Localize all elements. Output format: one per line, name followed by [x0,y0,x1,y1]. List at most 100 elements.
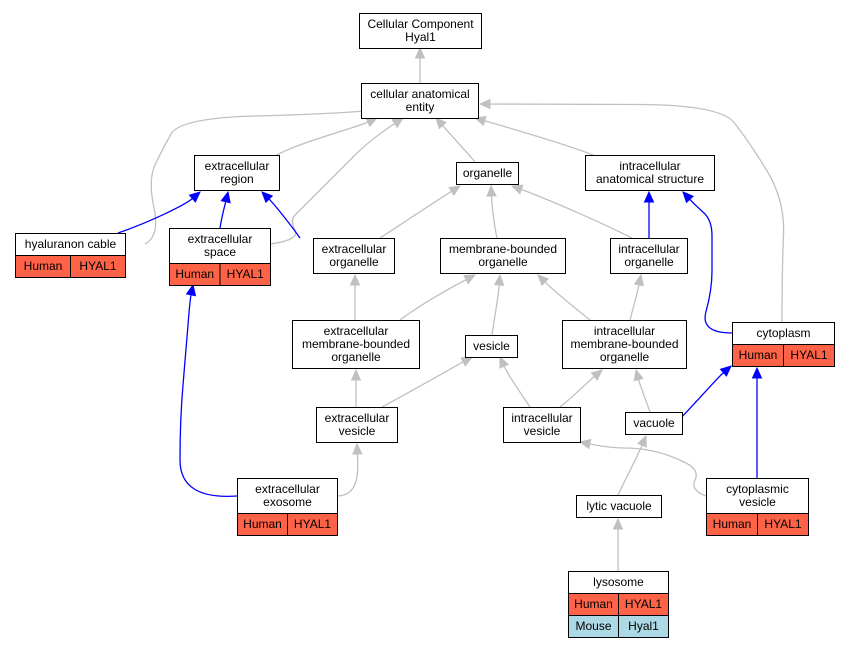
edge-arrowhead [350,368,362,381]
edge-cae-to-root [414,46,426,83]
node-label: entity [406,100,435,114]
edge-line [491,284,500,336]
node-label: hyaluranon cable [25,237,117,251]
edge-cyv-to-icv [578,438,707,497]
edge-arrowhead [486,184,497,197]
node-label: organelle [478,255,528,269]
node-label: region [220,172,253,186]
edge-icv-to-ves [499,355,531,408]
node-label: vesicle [339,424,376,438]
edge-ecv-to-ecmbo [350,368,362,407]
edge-arrowhead [612,517,624,530]
edge-arrowhead [448,185,462,197]
annotation-species: Human [243,517,282,531]
node-label: extracellular [188,232,253,246]
edge-line [274,121,369,157]
edge-line [521,188,633,239]
edge-line [399,279,467,321]
edge-line [268,198,301,239]
edge-eco-to-ecr [261,191,301,239]
edge-arrowhead [220,190,231,204]
edge-vac-to-icmbo [633,368,651,413]
annotation-gene-cell [287,513,338,536]
edge-arrowhead [633,368,644,382]
edge-line [379,190,452,239]
node-label: lytic vacuole [586,499,652,513]
edge-arrowhead [751,366,763,379]
edge-line [219,201,227,229]
edge-arrowhead [391,117,405,129]
edge-ecmbo-to-eco [349,273,361,320]
annotation-gene: HYAL1 [764,517,801,531]
edge-arrowhead [493,273,505,286]
edge-ecmbo-to-mbo [399,274,477,321]
node-lyv[interactable]: lytic vacuole [576,495,662,518]
edge-arrowhead [637,434,647,448]
edge-arrowhead [633,273,645,287]
edge-line [381,361,464,408]
edge-icmbo-to-mbo [537,274,591,321]
node-label: cellular anatomical [370,87,469,101]
node-label: organelle [331,350,381,364]
edge-ves-to-mbo [491,273,505,336]
node-label: intracellular [619,159,680,173]
node-vac[interactable]: vacuole [625,412,683,435]
edge-arrowhead [261,191,274,204]
edge-arrowhead [499,355,510,369]
node-label: vacuole [633,416,675,430]
node-ves[interactable]: vesicle [465,335,518,358]
edge-arrowhead [510,184,524,195]
annotation-species: Human [574,597,613,611]
annotation-species: Human [713,517,752,531]
annotation-gene-cell [618,615,669,638]
node-label: vesicle [473,339,510,353]
edge-arrowhead [682,191,694,204]
node-box [456,162,519,185]
node-box [706,478,809,514]
edge-icv-to-icmbo [559,369,603,408]
edges-layer [117,46,785,571]
node-label: organelle [463,166,513,180]
edge-arrowhead [185,283,197,297]
node-box [292,320,420,369]
node-label: intracellular [594,324,655,338]
node-label: organelle [624,255,674,269]
node-label: extracellular [255,482,320,496]
edge-cyt-to-cae [478,98,785,323]
edge-exo-to-ecs [179,283,238,498]
edge-line [179,294,238,498]
node-label: intracellular [511,411,572,425]
edge-exo-to-ecv [336,442,363,497]
node-label: membrane-bounded [449,242,557,256]
node-label: extracellular [205,159,270,173]
node-label: vesicle [524,424,561,438]
annotation-species: Human [175,267,214,281]
node-box [585,155,715,191]
edge-ias-to-cae [473,115,594,156]
node-box [465,335,518,358]
annotation-gene-cell [70,255,126,278]
edge-cyt-to-ias [682,191,733,334]
edge-arrowhead [352,442,363,455]
node-label: organelle [600,350,650,364]
edge-arrowhead [578,438,592,450]
node-org[interactable]: organelle [456,162,519,185]
edge-line [117,198,193,234]
